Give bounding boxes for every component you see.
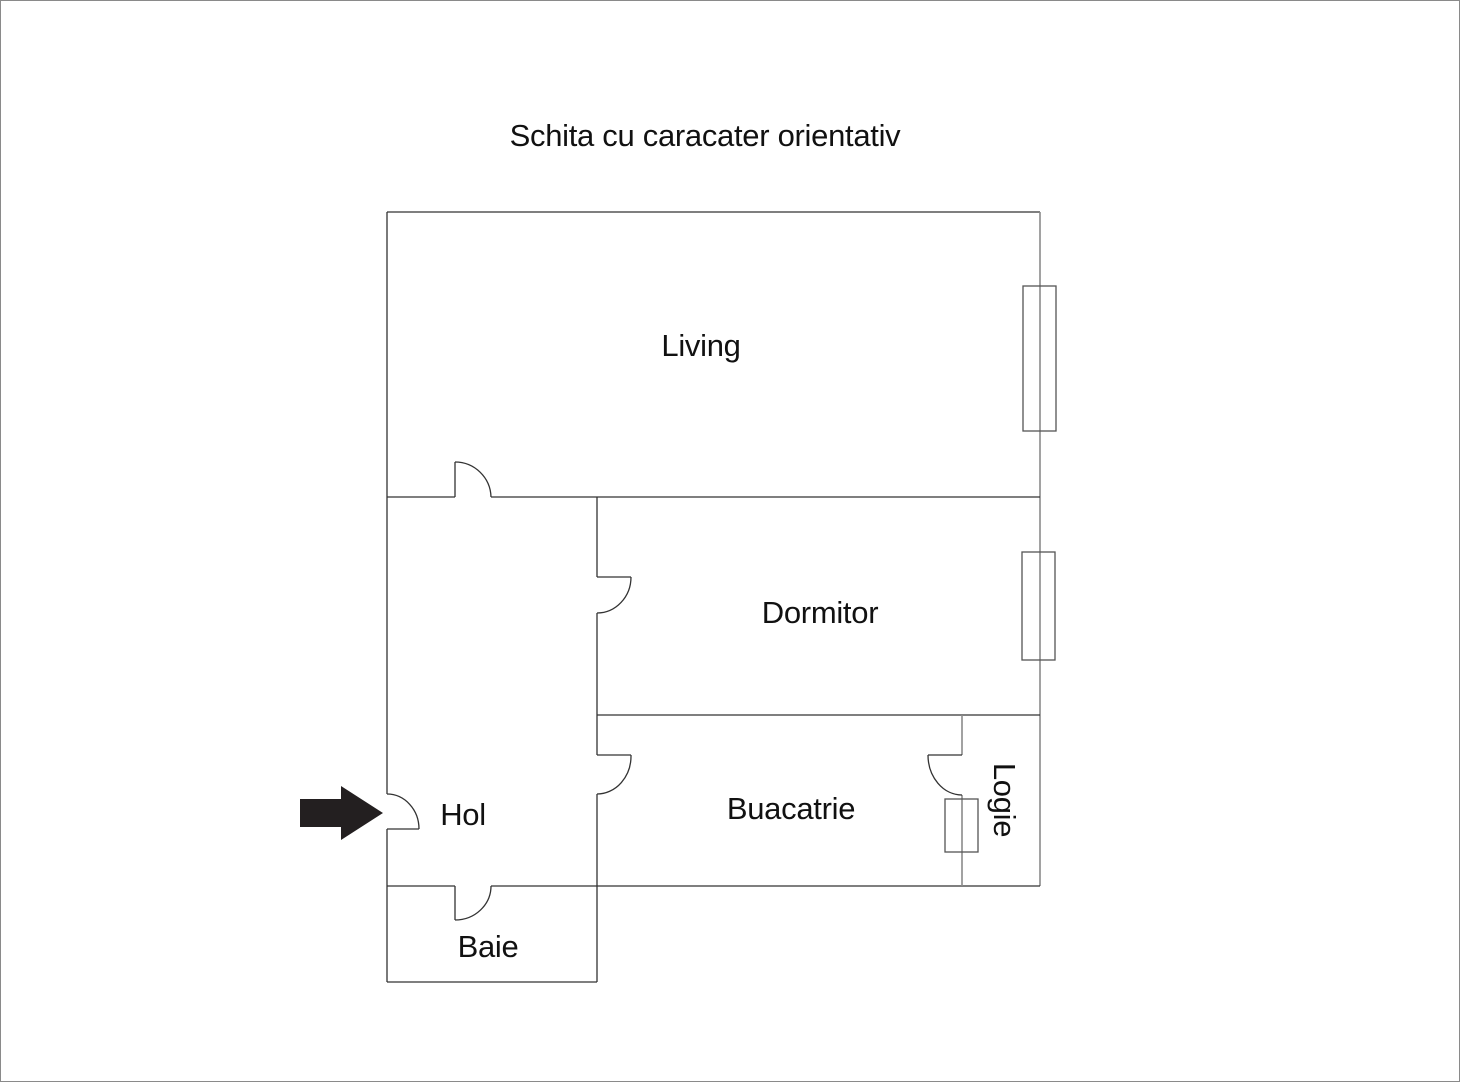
room-label-living: Living: [661, 328, 741, 363]
room-label-dormitor: Dormitor: [761, 595, 879, 630]
window-icon: [1021, 551, 1056, 661]
room-label-hol: Hol: [440, 797, 486, 832]
window-icon: [1022, 285, 1057, 432]
door-swing-icon: [596, 576, 632, 614]
door-swing-icon: [927, 754, 963, 796]
door-swing-icon: [596, 754, 632, 795]
entrance-arrow-icon: [300, 786, 383, 840]
room-label-baie: Baie: [457, 929, 519, 964]
room-label-logie: Logie: [987, 762, 1022, 838]
door-swing-icon: [454, 461, 492, 498]
door-swing-icon: [386, 793, 420, 830]
outer-walls: [386, 211, 1041, 983]
room-label-bucatarie: Buacatrie: [726, 791, 856, 826]
door-swing-icon: [454, 885, 492, 921]
plan-title: Schita cu caracater orientativ: [509, 118, 901, 153]
window-icon: [944, 798, 979, 853]
